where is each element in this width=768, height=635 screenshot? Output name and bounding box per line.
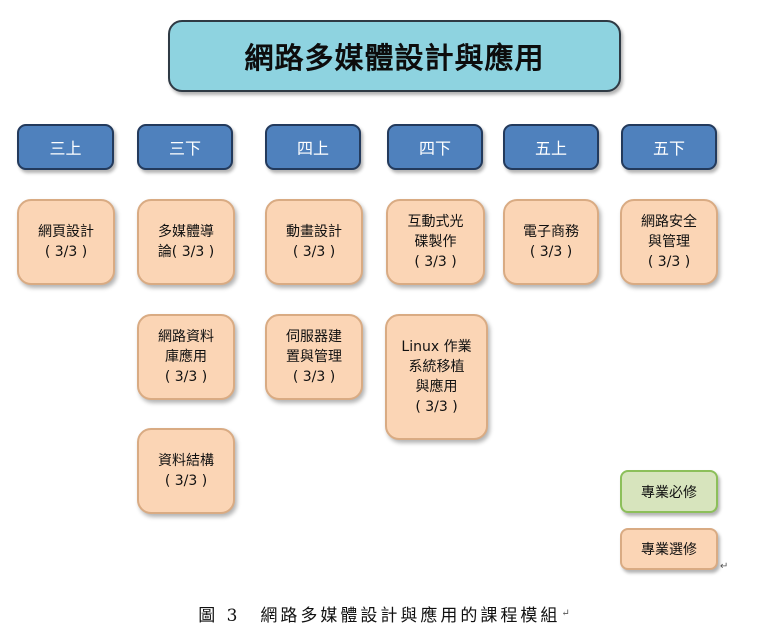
course-credit: ( 3/3 ) [414, 254, 457, 270]
paragraph-mark: ↵ [720, 561, 729, 572]
course-interactive-cd: 互動式光 碟製作 ( 3/3 ) [386, 199, 485, 285]
course-name: 資料結構 [158, 453, 214, 469]
course-server-setup: 伺服器建 置與管理 ( 3/3 ) [265, 314, 363, 400]
course-name: 動畫設計 [286, 224, 342, 240]
course-multimedia-intro: 多媒體導 論( 3/3 ) [137, 199, 235, 285]
course-name-line-1: 互動式光 [407, 214, 464, 230]
semester-5-2: 五下 [621, 124, 717, 170]
course-animation-design: 動畫設計 ( 3/3 ) [265, 199, 363, 285]
course-network-database: 網路資料 庫應用 ( 3/3 ) [137, 314, 235, 400]
course-credit: ( 3/3 ) [529, 244, 573, 260]
course-name-line-1: 多媒體導 [158, 224, 214, 240]
course-name-line-2: 論( 3/3 ) [157, 244, 215, 260]
figure-caption: 圖 3 網路多媒體設計與應用的課程模組 ↵ [0, 598, 768, 628]
course-credit: ( 3/3 ) [164, 369, 208, 385]
semester-5-1: 五上 [503, 124, 599, 170]
legend-required: 專業必修 [620, 470, 718, 513]
course-name: 電子商務 [523, 224, 579, 240]
course-network-security: 網路安全 與管理 ( 3/3 ) [620, 199, 718, 285]
course-name-line-3: 與應用 [415, 379, 458, 395]
legend-elective: 專業選修 [620, 528, 718, 570]
course-name-line-2: 庫應用 [165, 349, 207, 365]
course-name-line-1: 網路安全 [641, 214, 697, 230]
course-credit: ( 3/3 ) [647, 254, 691, 270]
caption-text: 圖 3 網路多媒體設計與應用的課程模組 [198, 605, 561, 626]
course-name-line-1: 伺服器建 [286, 329, 342, 345]
semester-4-1: 四上 [265, 124, 361, 170]
caption-paragraph-mark: ↵ [561, 607, 570, 619]
course-web-design: 網頁設計 ( 3/3 ) [17, 199, 115, 285]
course-data-structures: 資料結構 ( 3/3 ) [137, 428, 235, 514]
semester-3-1: 三上 [17, 124, 114, 170]
course-credit: ( 3/3 ) [292, 244, 336, 260]
semester-4-2: 四下 [387, 124, 483, 170]
course-name-line-2: 與管理 [648, 234, 690, 250]
course-credit: ( 3/3 ) [415, 399, 458, 415]
course-linux-porting: Linux 作業 系統移植 與應用 ( 3/3 ) [385, 314, 488, 440]
course-credit: ( 3/3 ) [164, 473, 208, 489]
semester-3-2: 三下 [137, 124, 233, 170]
course-name-line-2: 置與管理 [286, 349, 342, 365]
course-credit: ( 3/3 ) [44, 244, 88, 260]
course-name-line-2: 碟製作 [414, 234, 457, 250]
course-name: 網頁設計 [38, 224, 94, 240]
course-ecommerce: 電子商務 ( 3/3 ) [503, 199, 599, 285]
course-name-line-2: 系統移植 [408, 359, 465, 375]
course-name-line-1: Linux 作業 [401, 339, 472, 355]
module-title: 網路多媒體設計與應用 [168, 20, 621, 92]
course-credit: ( 3/3 ) [292, 369, 336, 385]
course-name-line-1: 網路資料 [158, 329, 214, 345]
